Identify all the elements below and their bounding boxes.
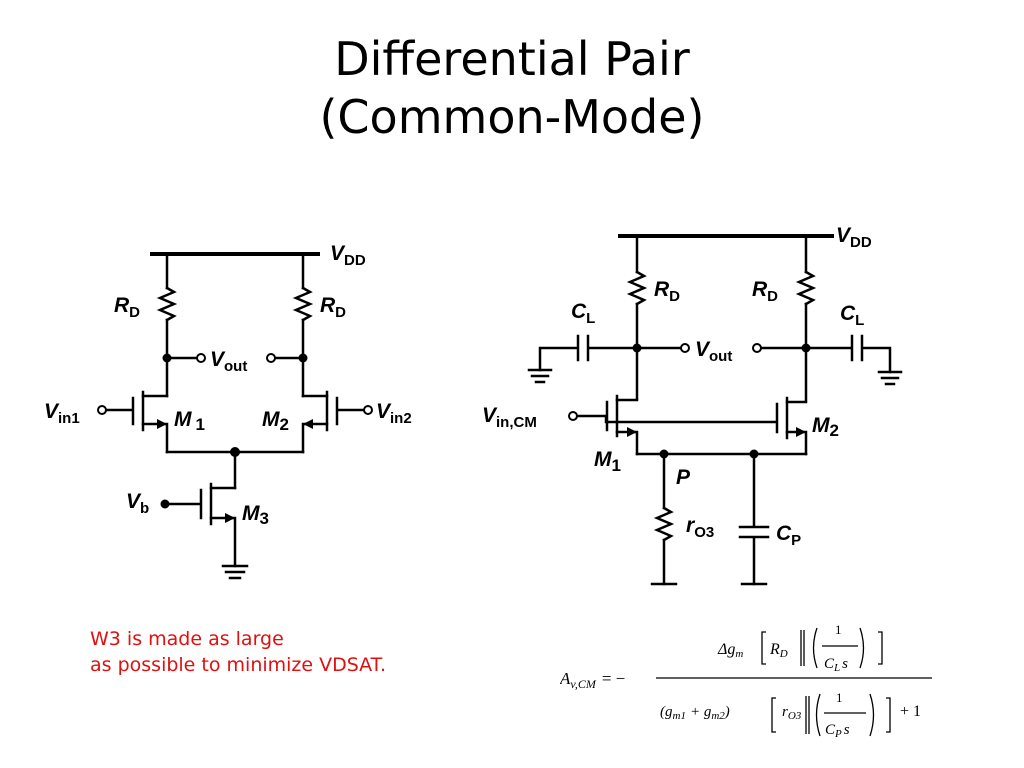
- right-m1-arrow: [627, 427, 637, 437]
- svg-text:CPs: CPs: [825, 722, 850, 740]
- right-ro3-resistor: [653, 506, 675, 542]
- svg-text:(gm1+ gm2): (gm1+ gm2): [660, 704, 730, 722]
- right-node-out1: [632, 343, 642, 353]
- left-rd2-label: RD: [320, 294, 346, 321]
- slide-title: Differential Pair (Common-Mode): [0, 30, 1024, 146]
- title-line-1: Differential Pair: [334, 32, 690, 86]
- right-rd1-label: RD: [654, 278, 680, 305]
- left-node-out1: [162, 353, 172, 363]
- left-vin1-terminal: [97, 405, 107, 415]
- left-rd1-resistor: [156, 286, 178, 322]
- svg-text:RD: RD: [769, 641, 788, 660]
- left-node-out2: [298, 353, 308, 363]
- eq-lhs: Av,CM= −: [560, 669, 625, 691]
- left-vout1-terminal: [196, 353, 206, 363]
- right-rd2-label: RD: [752, 278, 778, 305]
- right-vout2-terminal: [752, 343, 762, 353]
- left-vin2-terminal: [363, 405, 373, 415]
- right-rd1-resistor: [626, 270, 648, 306]
- design-note: W3 is made as large as possible to minim…: [90, 626, 386, 678]
- right-m2-label: M2: [812, 414, 839, 440]
- left-node-tail: [230, 447, 240, 457]
- svg-text:CLs: CLs: [824, 656, 848, 674]
- right-cp-label: CP: [776, 522, 801, 549]
- right-node-out2: [801, 343, 811, 353]
- left-rd1-label: RD: [114, 294, 140, 321]
- left-vb-label: Vb: [126, 490, 149, 517]
- right-cl2-label: CL: [840, 302, 864, 329]
- right-vdd-label: VDD: [836, 224, 872, 251]
- right-m2-transistor: [775, 396, 808, 456]
- left-m3-transistor: [168, 482, 237, 568]
- left-vin1-label: Vin1: [44, 400, 80, 427]
- right-m1-transistor: [576, 394, 639, 456]
- left-vout-label: Vout: [210, 348, 247, 375]
- left-vin2-label: Vin2: [376, 400, 412, 427]
- right-m1-label: M1: [594, 448, 621, 475]
- left-m2-label: M2: [262, 408, 289, 434]
- right-vout1-terminal: [680, 343, 690, 353]
- right-p-label: P: [676, 466, 691, 489]
- title-line-2: (Common-Mode): [319, 90, 705, 144]
- left-vout2-terminal: [266, 353, 276, 363]
- left-ground-symbol: [221, 564, 249, 580]
- right-vout-label: Vout: [695, 338, 732, 365]
- note-line-2: as possible to minimize VDSAT.: [90, 654, 387, 676]
- right-m2-arrow: [796, 427, 806, 437]
- right-node-p: [659, 449, 669, 459]
- right-cl2-capacitor: [804, 334, 903, 386]
- left-vdd-label: VDD: [330, 242, 366, 269]
- svg-text:Δgm: Δgm: [717, 641, 743, 660]
- svg-text:1: 1: [835, 622, 842, 637]
- left-m3-arrow: [225, 513, 235, 523]
- left-m2-arrow: [303, 419, 313, 429]
- right-ro3-label: rO3: [686, 514, 714, 541]
- right-circuit: [527, 234, 903, 586]
- svg-text:1: 1: [836, 690, 843, 705]
- left-rd2-resistor: [292, 286, 314, 322]
- left-m1-arrow: [157, 419, 167, 429]
- right-cl1-capacitor: [527, 334, 639, 384]
- right-cl1-label: CL: [571, 300, 595, 327]
- note-line-1: W3 is made as large: [90, 628, 284, 650]
- right-vin-label: Vin,CM: [482, 404, 537, 431]
- svg-text:+ 1: + 1: [900, 703, 921, 720]
- right-vin-terminal: [568, 411, 578, 421]
- right-rd2-resistor: [795, 270, 817, 306]
- left-node-vb: [160, 499, 170, 509]
- left-m3-label: M3: [242, 502, 269, 528]
- right-node-cp: [749, 449, 759, 459]
- svg-text:rO3: rO3: [782, 704, 802, 722]
